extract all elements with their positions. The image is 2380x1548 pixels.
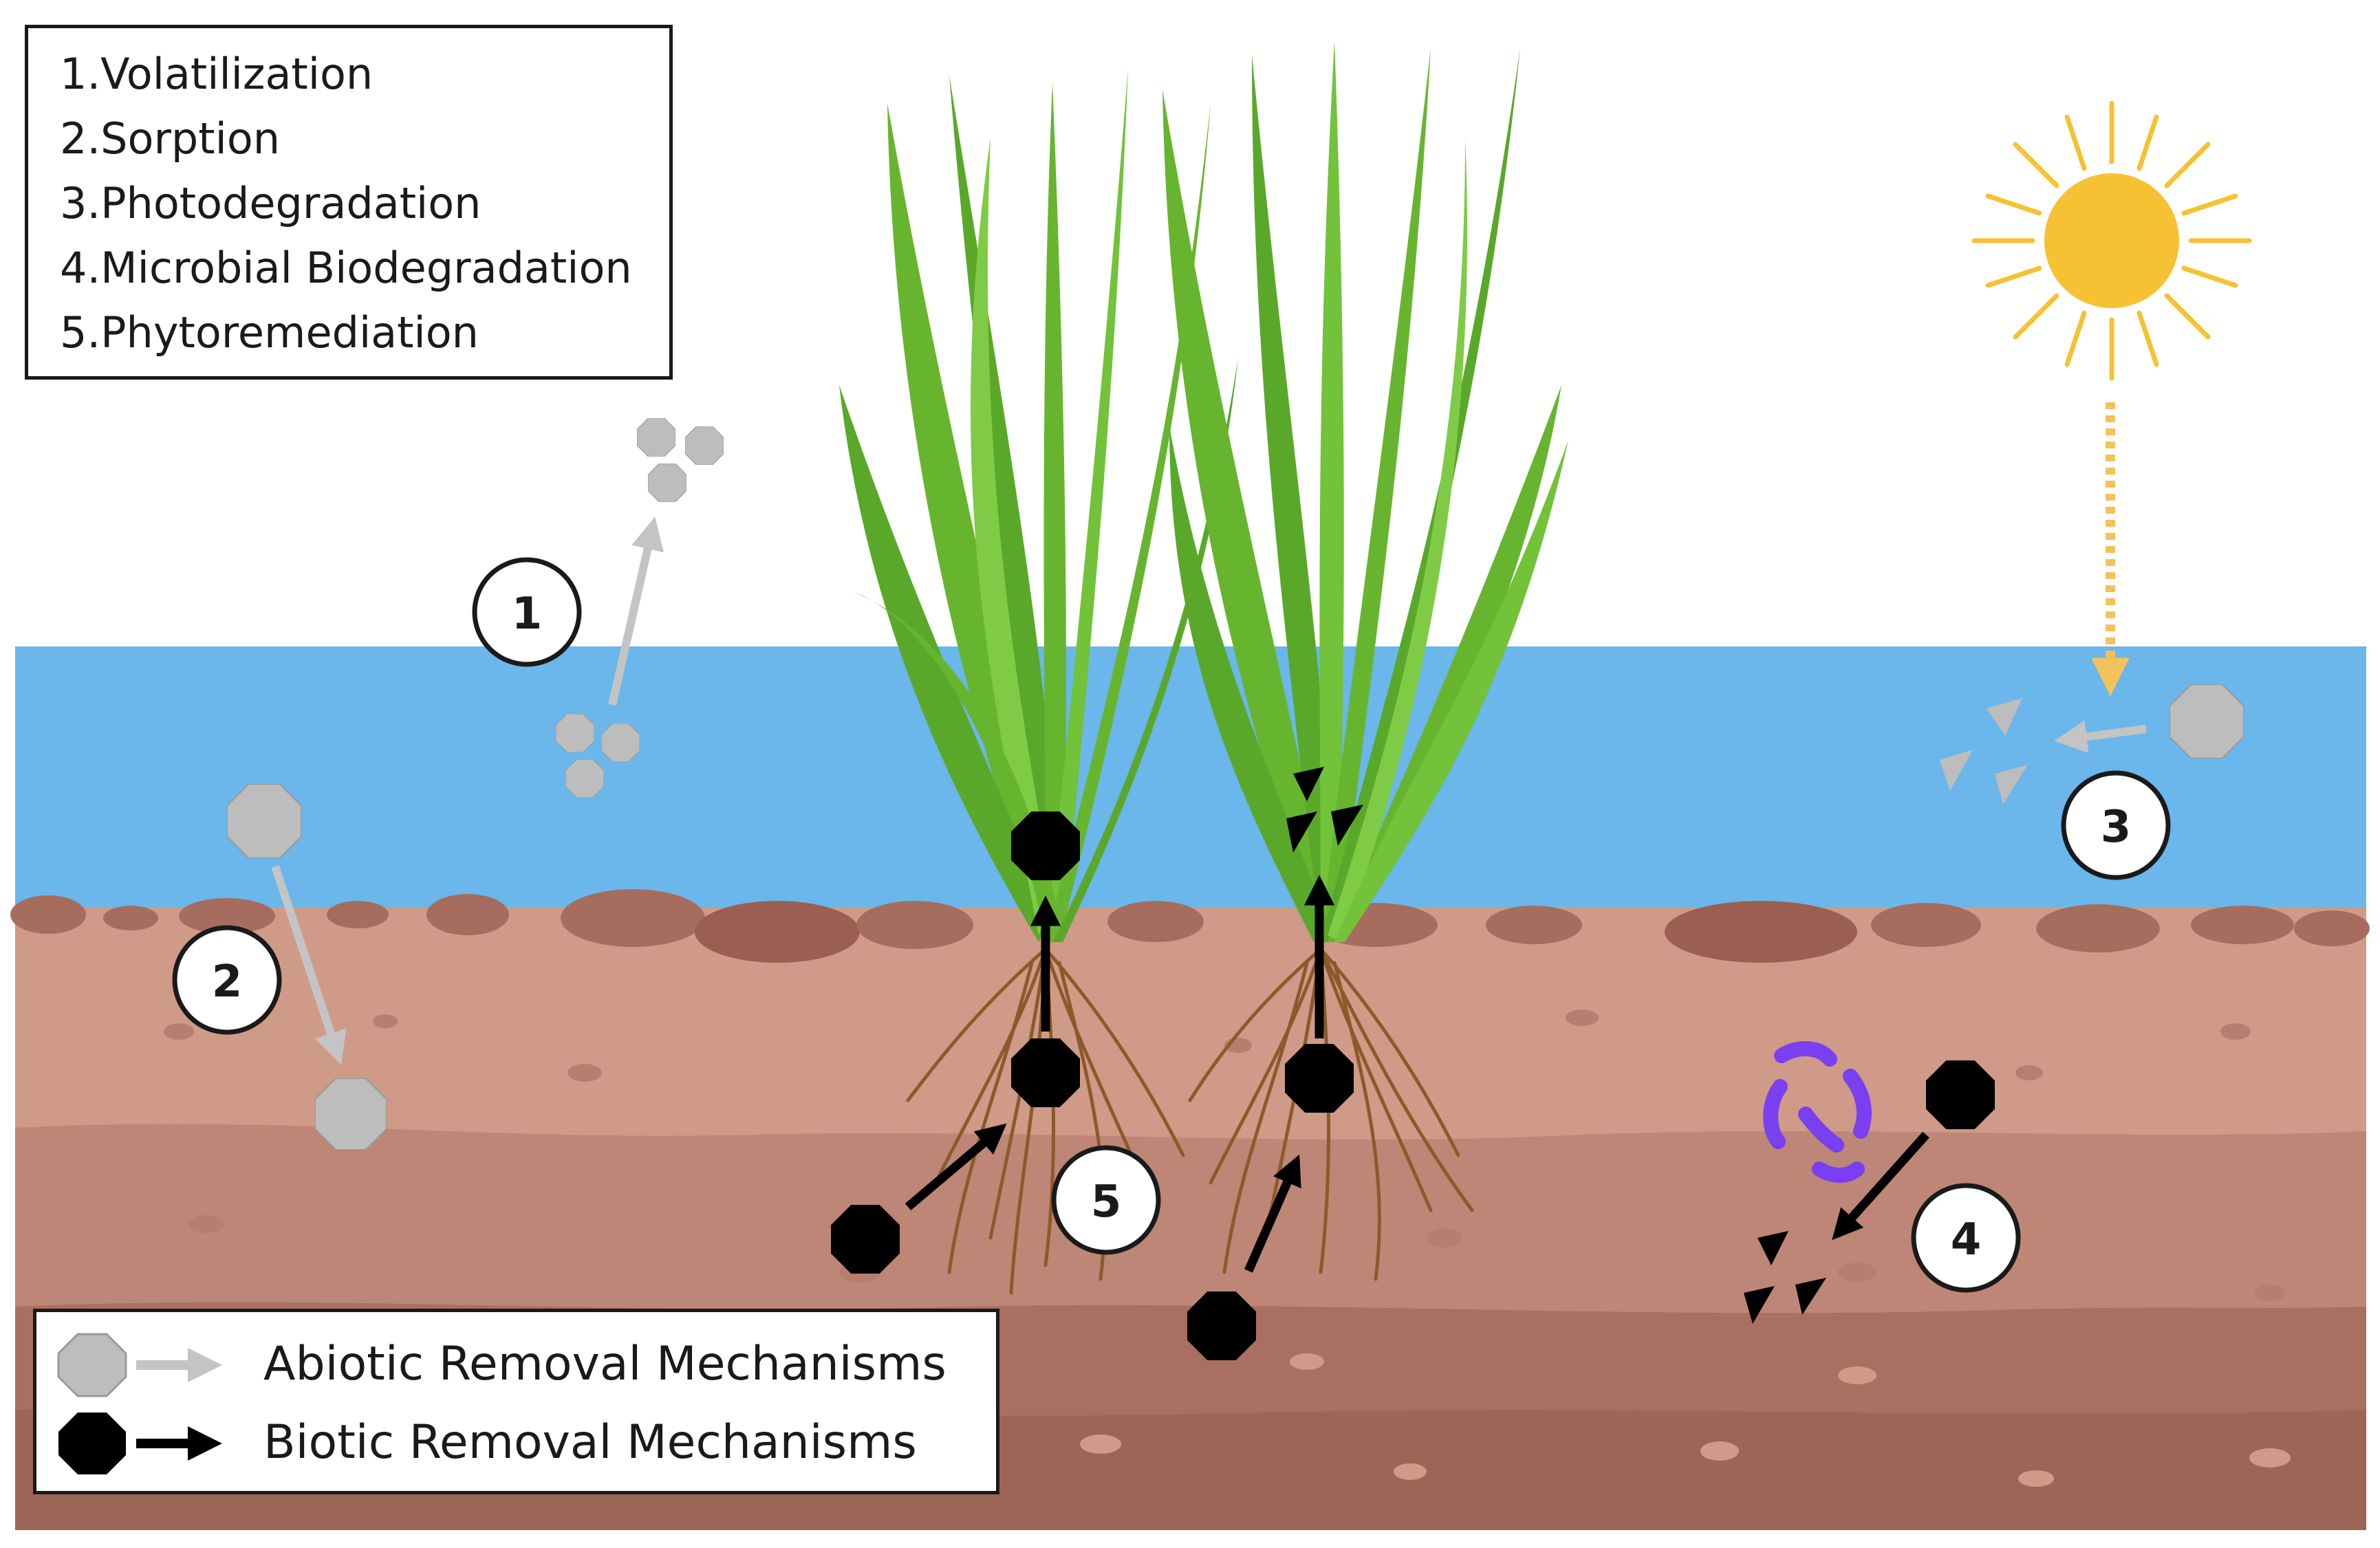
legend-label: Photodegradation: [100, 178, 482, 228]
legend-item-sorption: 2.Sorption: [60, 107, 669, 171]
abiotic-key-icon: [57, 1333, 222, 1397]
legend-number: 3.: [60, 178, 101, 228]
octagon-icon: [315, 1078, 387, 1150]
octagon-icon: [2170, 684, 2244, 759]
sorption-arrow: [271, 865, 347, 1065]
octagon-icon: [1011, 811, 1080, 880]
key-row-biotic: Biotic Removal Mechanisms: [36, 1400, 996, 1483]
legend-number: 2.: [60, 113, 101, 164]
sun-icon: [1971, 100, 2252, 381]
fragment-icon: [1995, 765, 2028, 805]
callout-5-label: 5: [1091, 1177, 1122, 1228]
fragment-icon: [1757, 1231, 1788, 1265]
key-row-abiotic: Abiotic Removal Mechanisms: [36, 1322, 996, 1404]
legend-label: Sorption: [100, 113, 281, 164]
callout-3-label: 3: [2101, 802, 2132, 853]
abiotic-key-label: Abiotic Removal Mechanisms: [263, 1337, 946, 1391]
biotic-key-label: Biotic Removal Mechanisms: [263, 1415, 917, 1470]
key-legend: Abiotic Removal Mechanisms Biotic Remova…: [33, 1309, 999, 1494]
callout-4: [1911, 1183, 2021, 1293]
callout-1-label: 1: [512, 589, 543, 640]
octagon-icon: [1926, 1060, 1995, 1129]
photodegradation-arrow: [2053, 720, 2147, 754]
fragment-icon: [1940, 750, 1973, 791]
legend-item-volatilization: 1.Volatilization: [60, 42, 669, 107]
microbe-icon: [1763, 1041, 1872, 1183]
legend-number: 4.: [60, 243, 101, 293]
callout-3: [2061, 770, 2171, 880]
phyto-arrow: [1244, 1154, 1301, 1273]
octagon-icon: [685, 426, 724, 465]
callout-4-label: 4: [1951, 1214, 1982, 1265]
callout-2: [172, 925, 282, 1035]
octagon-icon: [831, 1205, 900, 1274]
fragment-icon: [1744, 1286, 1775, 1324]
octagon-icon: [1285, 1044, 1354, 1113]
callout-2-label: 2: [212, 957, 243, 1007]
phyto-arrow: [905, 1123, 1007, 1210]
legend-label: Phytoremediation: [100, 307, 479, 358]
legend-label: Volatilization: [100, 49, 374, 99]
legend-number: 1.: [60, 49, 101, 99]
octagon-icon: [601, 723, 640, 762]
octagon-icon: [227, 784, 301, 858]
fragment-icon: [1795, 1278, 1826, 1315]
octagon-icon: [556, 714, 594, 752]
callout-1: [472, 557, 582, 667]
fragment-icon: [1286, 811, 1317, 853]
fragment-icon: [1331, 805, 1363, 846]
callouts: [172, 557, 2171, 1293]
octagon-icon: [648, 464, 686, 502]
process-legend: 1.Volatilization 2.Sorption 3.Photodegra…: [25, 25, 673, 380]
water: [15, 646, 2366, 922]
octagon-icon: [565, 759, 604, 798]
volatilization-arrow: [608, 516, 664, 706]
legend-number: 5.: [60, 307, 101, 358]
legend-item-microbial-biodegradation: 4.Microbial Biodegradation: [60, 236, 669, 301]
legend-item-phytoremediation: 5.Phytoremediation: [60, 301, 669, 365]
legend-label: Microbial Biodegradation: [100, 243, 632, 293]
callout-5: [1051, 1145, 1161, 1255]
root-icon: [906, 947, 1474, 1295]
octagon-icon: [1187, 1291, 1256, 1360]
octagon-icon: [637, 418, 675, 457]
biotic-key-icon: [58, 1413, 222, 1474]
legend-item-photodegradation: 3.Photodegradation: [60, 171, 669, 236]
fragment-icon: [1987, 698, 2022, 736]
fragment-icon: [1293, 767, 1324, 801]
octagon-icon: [1011, 1038, 1080, 1107]
microbial-arrow: [1832, 1131, 1929, 1241]
